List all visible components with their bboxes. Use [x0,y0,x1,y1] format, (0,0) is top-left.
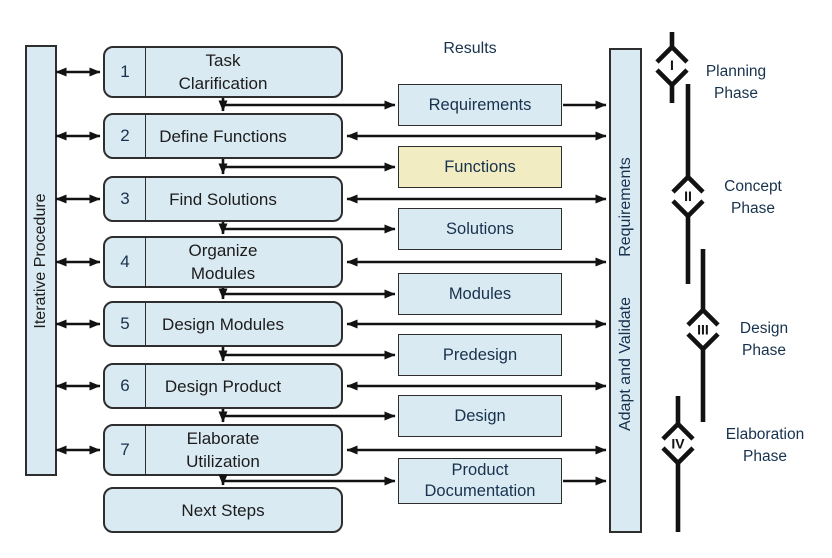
result-label-requirements: Requirements [428,95,532,114]
step-box-6: 6 Design Product [103,363,343,409]
phase-label-concept: Concept Phase [724,178,782,217]
result-box-solutions: Solutions [398,208,562,250]
result-box-requirements: Requirements [398,84,562,126]
step-number-6: 6 [105,365,146,407]
result-box-functions: Functions [398,146,562,188]
phase-timeline: I II III IV [655,32,720,532]
step-number-2: 2 [105,115,146,157]
next-steps-box: Next Steps [103,487,343,533]
phase-label-elaboration: Elaboration Phase [725,426,805,465]
phase-marker-concept: II [671,84,705,284]
step-label-1: Task Clarification [178,51,268,93]
result-label-product-documentation: Product Documentation [424,461,536,500]
iterative-procedure-bar: Iterative Procedure [25,45,57,476]
result-box-predesign: Predesign [398,334,562,376]
phase-marker-planning: I [655,32,689,103]
phase-label-design: Design Phase [739,320,789,359]
next-steps-label: Next Steps [181,500,265,520]
step-number-5: 5 [105,303,146,345]
result-label-modules: Modules [448,284,512,303]
step-number-3: 3 [105,178,146,220]
phase-label-planning: Planning Phase [705,63,767,102]
result-box-modules: Modules [398,273,562,315]
phase-numeral-2: II [684,188,692,204]
phase-marker-design: III [686,249,720,422]
phase-numeral-3: III [697,322,709,338]
step-box-2: 2 Define Functions [103,113,343,159]
result-output-arrows [563,100,607,486]
step-label-5: Design Modules [162,314,284,334]
step-number-4: 4 [105,238,146,286]
result-box-product-documentation: Product Documentation [398,458,562,504]
iterative-procedure-label: Iterative Procedure [32,192,49,329]
result-label-solutions: Solutions [446,219,514,238]
phase-marker-elaboration: IV [661,396,695,532]
step-label-6: Design Product [164,376,282,396]
step-box-7: 7 Elaborate Utilization [103,424,343,476]
step-box-1: 1 Task Clarification [103,46,343,98]
result-label-predesign: Predesign [442,345,518,364]
step-number-1: 1 [105,48,146,96]
results-column-title: Results [443,40,497,57]
step-label-7: Elaborate Utilization [186,429,260,471]
adapt-validate-label-lower: Adapt and Validate [616,296,634,432]
step-number-7: 7 [105,426,146,474]
step-label-4: Organize Modules [188,241,258,283]
iteration-double-arrows [55,67,101,455]
adapt-validate-label-upper: Requirements [616,157,634,257]
phase-numeral-4: IV [671,436,685,452]
step-box-5: 5 Design Modules [103,301,343,347]
result-label-functions: Functions [444,157,516,176]
adapt-validate-bar: Requirements Adapt and Validate [609,48,642,533]
step-box-4: 4 Organize Modules [103,236,343,288]
step-box-3: 3 Find Solutions [103,176,343,222]
step-label-2: Define Functions [159,126,287,146]
step-label-3: Find Solutions [169,189,277,209]
result-label-design: Design [454,406,506,425]
phase-numeral-1: I [670,57,674,73]
result-box-design: Design [398,395,562,437]
